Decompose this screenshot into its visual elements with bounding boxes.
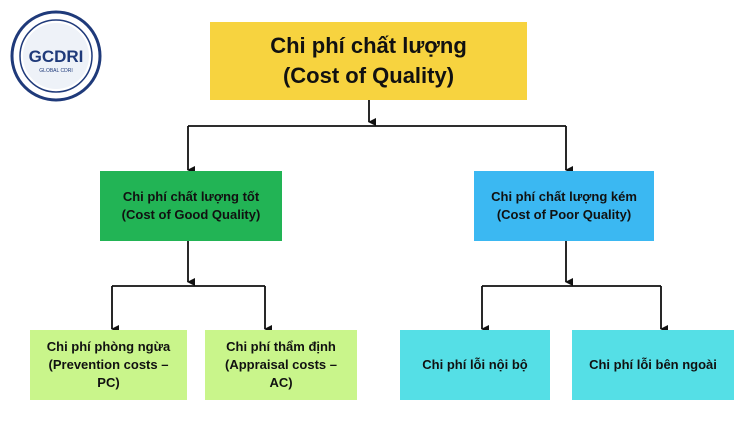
node-poor-line2: (Cost of Poor Quality): [496, 207, 632, 222]
node-internal-line1: Chi phí lỗi nội bộ: [422, 357, 528, 372]
node-external-failure-costs: Chi phí lỗi bên ngoài: [572, 330, 734, 400]
node-appraisal-costs: Chi phí thẩm định (Appraisal costs – AC): [205, 330, 357, 400]
logo-subtext: GLOBAL CDRI: [39, 68, 72, 74]
node-external-line1: Chi phí lỗi bên ngoài: [589, 357, 717, 372]
node-prevention-costs: Chi phí phòng ngừa (Prevention costs – P…: [30, 330, 187, 400]
node-good-line2: (Cost of Good Quality): [121, 207, 261, 222]
node-cost-of-poor-quality: Chi phí chất lượng kém (Cost of Poor Qua…: [474, 171, 654, 241]
logo-text: GCDRI: [29, 47, 84, 66]
node-cost-of-good-quality: Chi phí chất lượng tốt (Cost of Good Qua…: [100, 171, 282, 241]
node-appraisal-line1: Chi phí thẩm định: [226, 339, 336, 354]
node-prevention-line3: PC): [97, 375, 120, 390]
node-internal-failure-costs: Chi phí lỗi nội bộ: [400, 330, 550, 400]
node-appraisal-line3: AC): [269, 375, 293, 390]
node-cost-of-quality: Chi phí chất lượng (Cost of Quality): [210, 22, 527, 100]
node-prevention-line2: (Prevention costs –: [48, 357, 169, 372]
node-poor-line1: Chi phí chất lượng kém: [491, 189, 637, 204]
node-cost-of-quality-line2: (Cost of Quality): [282, 63, 455, 88]
node-appraisal-line2: (Appraisal costs –: [225, 357, 337, 372]
node-good-line1: Chi phí chất lượng tốt: [122, 189, 260, 204]
gcdri-logo: GCDRI GLOBAL CDRI: [10, 10, 102, 102]
node-prevention-line1: Chi phí phòng ngừa: [46, 339, 171, 354]
node-cost-of-quality-line1: Chi phí chất lượng: [270, 33, 467, 58]
